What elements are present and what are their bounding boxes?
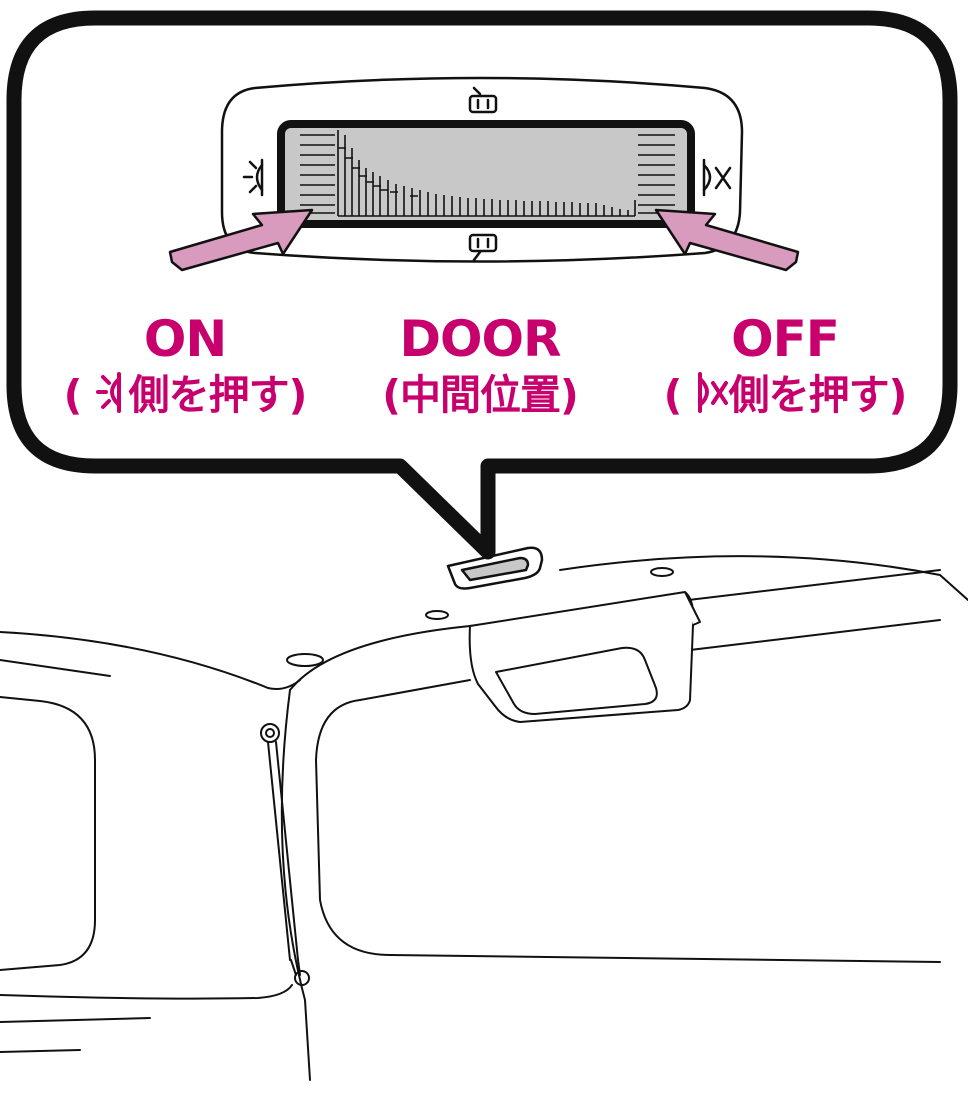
off-label: OFF bbox=[731, 310, 840, 368]
lamp-on-icon bbox=[95, 372, 121, 413]
door-icon-top bbox=[468, 86, 498, 114]
lens-texture bbox=[300, 130, 675, 217]
off-note-text: 側を押す) bbox=[728, 371, 908, 419]
on-note: ( 側を押す) bbox=[40, 368, 330, 422]
switch-lens bbox=[277, 120, 695, 228]
door-note: (中間位置) bbox=[382, 371, 578, 419]
door-label: DOOR bbox=[399, 310, 561, 368]
label-door: DOOR (中間位置) bbox=[350, 310, 610, 422]
press-arrow-left bbox=[168, 208, 314, 272]
lamp-off-icon bbox=[697, 372, 728, 413]
lamp-on-icon bbox=[242, 158, 264, 197]
lamp-off-icon bbox=[702, 158, 732, 197]
door-icon-bottom bbox=[468, 233, 498, 262]
press-arrow-right bbox=[654, 208, 800, 272]
label-off: OFF ( 側を押す) bbox=[640, 310, 930, 422]
on-note-text: 側を押す) bbox=[128, 371, 308, 419]
vehicle-interior bbox=[0, 555, 968, 1081]
off-note: ( 側を押す) bbox=[640, 368, 930, 422]
off-note-prefix: ( bbox=[663, 371, 683, 419]
rear-lamp-housing bbox=[468, 591, 701, 723]
on-label: ON bbox=[143, 310, 227, 368]
label-on: ON ( 側を押す) bbox=[40, 310, 330, 422]
on-note-prefix: ( bbox=[63, 371, 83, 419]
ceiling-switch bbox=[446, 546, 544, 590]
